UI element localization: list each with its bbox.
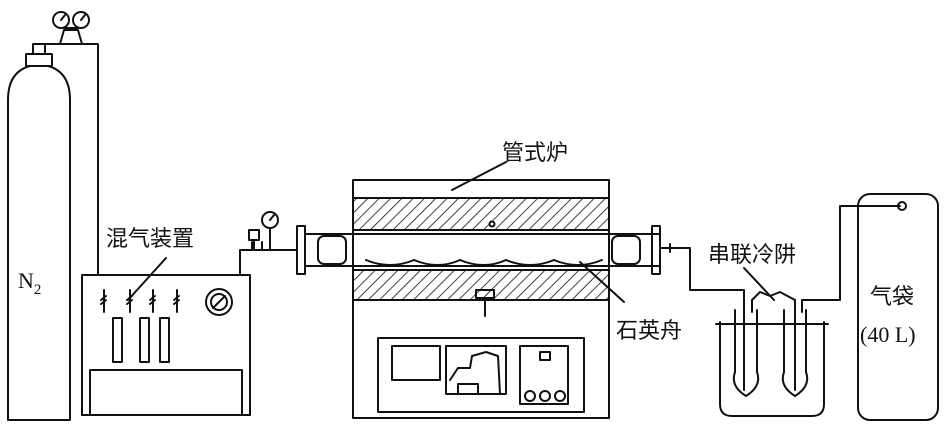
nitrogen-cylinder — [7, 43, 71, 421]
gas-line-traps-to-bag — [801, 205, 901, 301]
leader-gas-mixer — [127, 257, 167, 301]
cold-trap-bath — [715, 321, 829, 417]
gas-line-mixer-to-tube — [239, 241, 298, 276]
pressure-gauge-icon — [72, 11, 90, 29]
gas-line-cylinder-to-mixer — [81, 43, 99, 276]
flowmeter-icon — [100, 289, 180, 363]
cold-trap-2 — [781, 299, 809, 397]
gas-bag — [857, 193, 939, 421]
gas-bag-volume-label: (40 L) — [860, 322, 916, 347]
quartz-boats — [365, 259, 603, 266]
gas-bag-label: 气袋 — [870, 284, 914, 309]
pressure-gauge-icon — [261, 211, 279, 251]
valve-icon — [59, 27, 83, 45]
tube-furnace-label: 管式炉 — [502, 140, 568, 165]
furnace-heating-zone-top — [352, 197, 610, 231]
thermocouple-icon — [475, 220, 496, 317]
leader-tube-furnace — [451, 161, 507, 191]
leader-cold-traps — [743, 267, 775, 301]
quartz-tube — [296, 225, 661, 275]
quartz-boat-label: 石英舟 — [616, 318, 682, 343]
knob-icon — [205, 288, 233, 316]
cold-trap-1 — [732, 299, 760, 397]
furnace-heating-zone-bottom — [352, 269, 610, 301]
gas-mixer-unit — [81, 274, 251, 416]
cold-traps-label: 串联冷阱 — [708, 242, 796, 267]
furnace-control-panel — [377, 337, 585, 413]
pressure-gauge-icon — [52, 11, 70, 29]
nitrogen-label: N2 — [18, 268, 41, 298]
leader-quartz-boat — [579, 261, 625, 303]
valve-icon — [248, 229, 260, 251]
gas-mixer-label: 混气装置 — [106, 226, 194, 251]
